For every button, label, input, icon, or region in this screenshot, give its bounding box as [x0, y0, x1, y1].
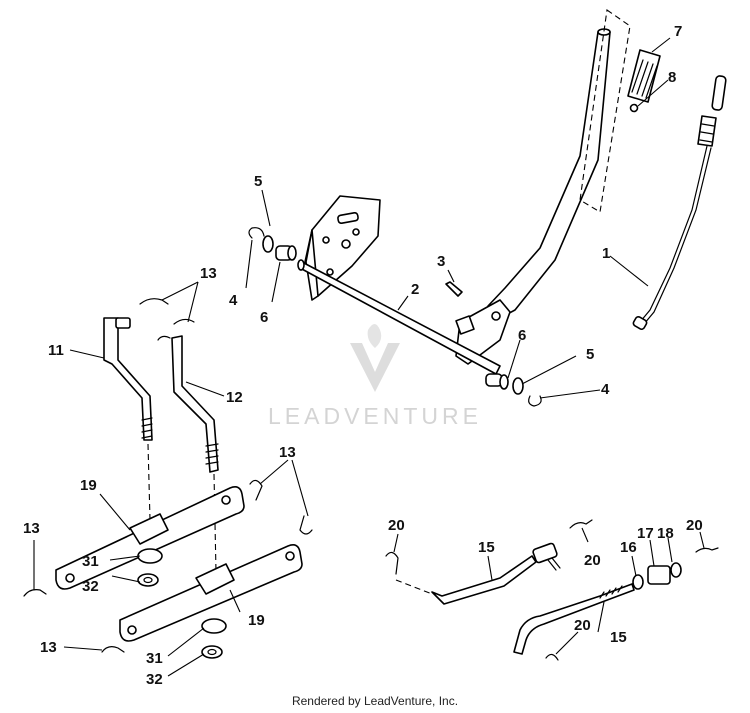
right-shaft-hardware [485, 373, 542, 407]
callout-18: 18 [657, 525, 674, 542]
deck-rod-upper [431, 542, 561, 605]
callout-16: 16 [620, 539, 637, 556]
callout-19-lower: 19 [248, 612, 265, 629]
callout-20-left: 20 [388, 517, 405, 534]
leader-lines [33, 37, 705, 677]
callout-31-lower: 31 [146, 650, 163, 667]
watermark: LEADVENTURE [268, 324, 482, 429]
callout-7: 7 [674, 23, 682, 40]
callout-19-upper: 19 [80, 477, 97, 494]
callout-5-right: 5 [586, 346, 594, 363]
lift-link-right [157, 335, 219, 473]
callout-11: 11 [48, 342, 64, 359]
bushing-nut-stack-lower [201, 618, 227, 659]
callout-20-right: 20 [686, 517, 703, 534]
adjustment-rod [632, 75, 727, 331]
callout-1: 1 [602, 245, 610, 262]
shaft-pin [445, 281, 463, 297]
callout-4-left: 4 [229, 292, 238, 309]
callout-32-upper: 32 [82, 578, 99, 595]
callout-20-mid: 20 [584, 552, 601, 569]
handle-dashed-outline [579, 9, 631, 213]
footer-credit: Rendered by LeadVenture, Inc. [291, 694, 459, 708]
callout-17: 17 [637, 525, 654, 542]
callout-13-left: 13 [23, 520, 40, 537]
callout-5-left: 5 [254, 173, 262, 190]
cross-shaft [297, 259, 501, 375]
callout-20-bottom: 20 [574, 617, 591, 634]
callout-13-mid: 13 [279, 444, 296, 461]
callout-8: 8 [668, 69, 676, 86]
trunnion-hardware [385, 519, 719, 661]
lift-arm-lower [119, 544, 303, 642]
bushing-nut-stack-upper [137, 548, 163, 587]
lift-link-left [103, 317, 153, 441]
callout-6-left: 6 [260, 309, 268, 326]
mounting-plate [304, 195, 381, 301]
callout-3: 3 [437, 253, 445, 270]
callout-31-upper: 31 [82, 553, 99, 570]
callout-labels: 1 2 3 4 4 5 5 6 6 7 8 11 12 13 13 13 13 … [23, 23, 703, 688]
callout-12: 12 [226, 389, 243, 406]
callout-15-upper: 15 [478, 539, 495, 556]
callout-32-lower: 32 [146, 671, 163, 688]
callout-13-bottom: 13 [40, 639, 57, 656]
hairpin-clips [23, 298, 313, 653]
left-shaft-hardware [248, 227, 297, 261]
handle-grip [627, 49, 661, 103]
grip-screw [629, 103, 639, 113]
callout-4-right: 4 [601, 381, 610, 398]
callout-6-right: 6 [518, 327, 526, 344]
watermark-text: LEADVENTURE [268, 403, 482, 429]
callout-15-lower: 15 [610, 629, 627, 646]
deck-rod-lower [513, 583, 635, 655]
lift-arm-upper [55, 486, 245, 590]
callout-13-top: 13 [200, 265, 217, 282]
watermark-logo-icon [350, 343, 400, 392]
callout-2: 2 [411, 281, 419, 298]
lift-handle [455, 28, 611, 365]
